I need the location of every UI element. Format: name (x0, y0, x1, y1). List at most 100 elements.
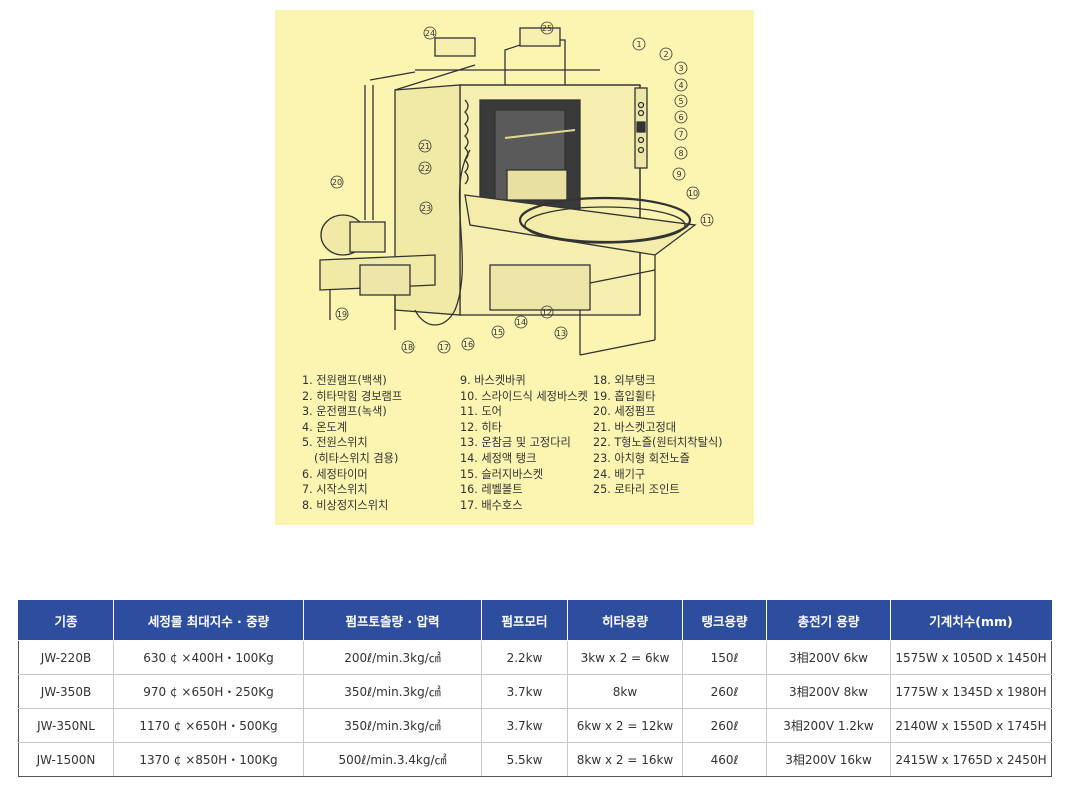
wash-tank (489, 264, 591, 311)
callout-1: 1 (636, 40, 641, 49)
outer-tank (359, 264, 411, 296)
table-cell: 260ℓ (682, 708, 767, 743)
callout-14: 14 (516, 318, 526, 327)
callout-12: 12 (542, 308, 552, 317)
table-cell: 350ℓ/min.3kg/㎠ (303, 708, 482, 743)
legend-item: 21. 바스켓고정대 (593, 420, 677, 434)
table-cell: 500ℓ/min.3.4kg/㎠ (303, 742, 482, 777)
legend-item: 24. 배기구 (593, 467, 646, 481)
legend-item: 3. 운전램프(녹색) (302, 405, 387, 419)
table-cell: 260ℓ (682, 674, 767, 709)
callout-21: 21 (420, 142, 430, 151)
legend-column-3: 18. 외부탱크 19. 흡입휠타 20. 세정펌프 21. 바스켓고정대 22… (593, 373, 723, 498)
callout-25: 25 (542, 24, 552, 33)
legend-item: 23. 아치형 회전노즐 (593, 451, 690, 465)
column-header: 탱크용량 (682, 600, 767, 641)
column-header: 히타용량 (567, 600, 683, 641)
wash-basket (518, 196, 692, 244)
table-cell: 200ℓ/min.3kg/㎠ (303, 640, 482, 675)
machine-illustration: 1 2 3 4 5 6 7 8 9 10 11 12 13 14 15 16 1… (319, 21, 714, 356)
table-cell: 3kw x 2 = 6kw (567, 640, 683, 675)
legend-item: 22. T형노즐(원터치착탈식) (593, 436, 723, 450)
legend-item: 6. 세정타이머 (302, 467, 368, 481)
exhaust-icon (434, 37, 476, 57)
legend-item: 14. 세정액 탱크 (460, 451, 537, 465)
table-cell: 8kw (567, 674, 683, 709)
callout-10: 10 (688, 189, 698, 198)
callout-20: 20 (332, 178, 342, 187)
column-header: 기종 (18, 600, 114, 641)
table-row: JW-1500N 1370 ¢ ×850H・100Kg 500ℓ/min.3.4… (18, 742, 1052, 777)
legend-item: 5. 전원스위치 (302, 436, 368, 450)
table-cell: 3.7kw (481, 674, 568, 709)
table-cell: 3相200V 16kw (766, 742, 891, 777)
table-cell: 6kw x 2 = 12kw (567, 708, 683, 743)
callout-9: 9 (676, 170, 681, 179)
legend-item: 16. 레벨볼트 (460, 483, 523, 497)
table-cell: 3.7kw (481, 708, 568, 743)
table-cell: 350ℓ/min.3kg/㎠ (303, 674, 482, 709)
table-cell: 1370 ¢ ×850H・100Kg (113, 742, 304, 777)
table-header-row: 기종 세정물 최대지수 · 중량 펌프토출량 · 압력 펌프모터 히타용량 탱크… (18, 600, 1052, 641)
callout-6: 6 (678, 113, 683, 122)
column-header: 펌프모터 (481, 600, 568, 641)
table-cell: 2415W x 1765D x 2450H (890, 742, 1052, 777)
legend-item: 4. 온도계 (302, 420, 348, 434)
legend-item: 17. 배수호스 (460, 498, 523, 512)
callout-17: 17 (439, 343, 449, 352)
legend-item: 2. 히타막힘 경보램프 (302, 389, 403, 403)
table-row: JW-350B 970 ¢ ×650H・250Kg 350ℓ/min.3kg/㎠… (18, 674, 1052, 709)
legend-item: 13. 운참금 및 고정다리 (460, 436, 571, 450)
callout-11: 11 (702, 216, 712, 225)
table-cell: 2.2kw (481, 640, 568, 675)
table-row: JW-350NL 1170 ¢ ×650H・500Kg 350ℓ/min.3kg… (18, 708, 1052, 743)
table-cell: 150ℓ (682, 640, 767, 675)
callout-23: 23 (421, 204, 431, 213)
callout-8: 8 (678, 149, 683, 158)
callout-18: 18 (403, 343, 413, 352)
table-cell: 970 ¢ ×650H・250Kg (113, 674, 304, 709)
table-cell: JW-1500N (18, 742, 114, 777)
callout-2: 2 (663, 50, 668, 59)
table-cell: 2140W x 1550D x 1745H (890, 708, 1052, 743)
table-cell: 1170 ¢ ×650H・500Kg (113, 708, 304, 743)
legend-item: (히타스위치 겸용) (314, 451, 399, 465)
legend-column-1: 1. 전원램프(백색) 2. 히타막힘 경보램프 3. 운전램프(녹색) 4. … (302, 373, 402, 513)
callout-13: 13 (556, 329, 566, 338)
table-cell: 3相200V 8kw (766, 674, 891, 709)
table-cell: JW-220B (18, 640, 114, 675)
table-cell: 5.5kw (481, 742, 568, 777)
machine-diagram: 1 2 3 4 5 6 7 8 9 10 11 12 13 14 15 16 1… (275, 10, 754, 525)
table-cell: 8kw x 2 = 16kw (567, 742, 683, 777)
drain-hose (414, 149, 471, 326)
spec-table: 기종 세정물 최대지수 · 중량 펌프토출량 · 압력 펌프모터 히타용량 탱크… (18, 600, 1052, 777)
table-cell: JW-350B (18, 674, 114, 709)
column-header: 총전기 용량 (766, 600, 891, 641)
table-cell: 1575W x 1050D x 1450H (890, 640, 1052, 675)
legend-item: 10. 스라이드식 세정바스켓 (460, 389, 588, 403)
legend-item: 11. 도어 (460, 405, 502, 419)
table-cell: 460ℓ (682, 742, 767, 777)
callout-4: 4 (678, 81, 683, 90)
callout-24: 24 (425, 29, 435, 38)
callout-7: 7 (678, 130, 683, 139)
legend-item: 19. 흡입휠타 (593, 389, 656, 403)
legend-item: 9. 바스켓바퀴 (460, 374, 526, 387)
legend-item: 15. 슬러지바스켓 (460, 467, 544, 481)
column-header: 세정물 최대지수 · 중량 (113, 600, 304, 641)
legend-item: 7. 시작스위치 (302, 483, 368, 497)
legend-item: 1. 전원램프(백색) (302, 374, 387, 387)
table-row: JW-220B 630 ¢ ×400H・100Kg 200ℓ/min.3kg/㎠… (18, 640, 1052, 675)
callout-15: 15 (493, 328, 503, 337)
table-cell: 630 ¢ ×400H・100Kg (113, 640, 304, 675)
legend-item: 18. 외부탱크 (593, 374, 656, 387)
legend-item: 12. 히타 (460, 420, 502, 434)
callout-5: 5 (678, 97, 683, 106)
legend-column-2: 9. 바스켓바퀴 10. 스라이드식 세정바스켓 11. 도어 12. 히타 1… (460, 373, 588, 513)
table-cell: JW-350NL (18, 708, 114, 743)
callout-3: 3 (678, 64, 683, 73)
callout-16: 16 (463, 340, 473, 349)
legend-item: 20. 세정펌프 (593, 405, 656, 419)
column-header: 펌프토출량 · 압력 (303, 600, 482, 641)
table-cell: 3相200V 1.2kw (766, 708, 891, 743)
